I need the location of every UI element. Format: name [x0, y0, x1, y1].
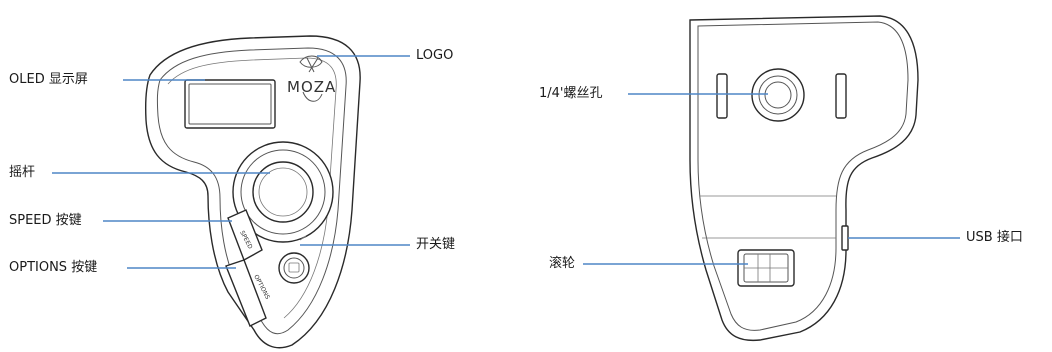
front-body-edge: [167, 57, 337, 319]
screw-hole: [764, 81, 792, 109]
back-body-outline: [689, 15, 919, 342]
power-icon: [288, 262, 300, 273]
scroll-wheel-ridges: [744, 254, 788, 282]
joystick-cap[interactable]: [252, 161, 314, 223]
joystick-ring: [240, 149, 326, 235]
screw-hole-outer: [751, 68, 805, 122]
power-button-inner: [283, 257, 305, 279]
moza-logo-icon: [299, 55, 323, 102]
options-button[interactable]: [225, 259, 267, 327]
indicator-mark: [299, 235, 307, 241]
label-power-button: 开关键: [416, 237, 456, 252]
right-slot: [835, 73, 847, 119]
front-body-inner: [156, 47, 347, 335]
label-screw-hole: 1/4'螺丝孔: [539, 86, 603, 101]
label-speed-button: SPEED 按键: [9, 213, 82, 228]
joystick-cap-inner: [258, 167, 308, 217]
leader-lines: [52, 55, 960, 269]
back-view: [689, 15, 919, 342]
usb-port: [841, 225, 849, 251]
front-view: MOZA SPEED OPTIONS: [144, 35, 361, 349]
label-usb-port: USB 接口: [966, 230, 1023, 245]
left-slot: [716, 73, 728, 119]
power-button[interactable]: [278, 252, 310, 284]
speed-button[interactable]: [227, 209, 263, 262]
screw-hole-ring: [758, 75, 798, 115]
brand-text: MOZA: [287, 78, 336, 96]
back-body-inner: [697, 21, 909, 331]
label-scroll-wheel: 滚轮: [549, 256, 576, 271]
label-options-button: OPTIONS 按键: [9, 260, 98, 275]
oled-screen: [188, 83, 272, 125]
label-logo: LOGO: [416, 48, 454, 63]
label-oled-display: OLED 显示屏: [9, 72, 88, 87]
label-joystick: 摇杆: [9, 165, 36, 180]
oled-screen-frame: [184, 79, 276, 129]
